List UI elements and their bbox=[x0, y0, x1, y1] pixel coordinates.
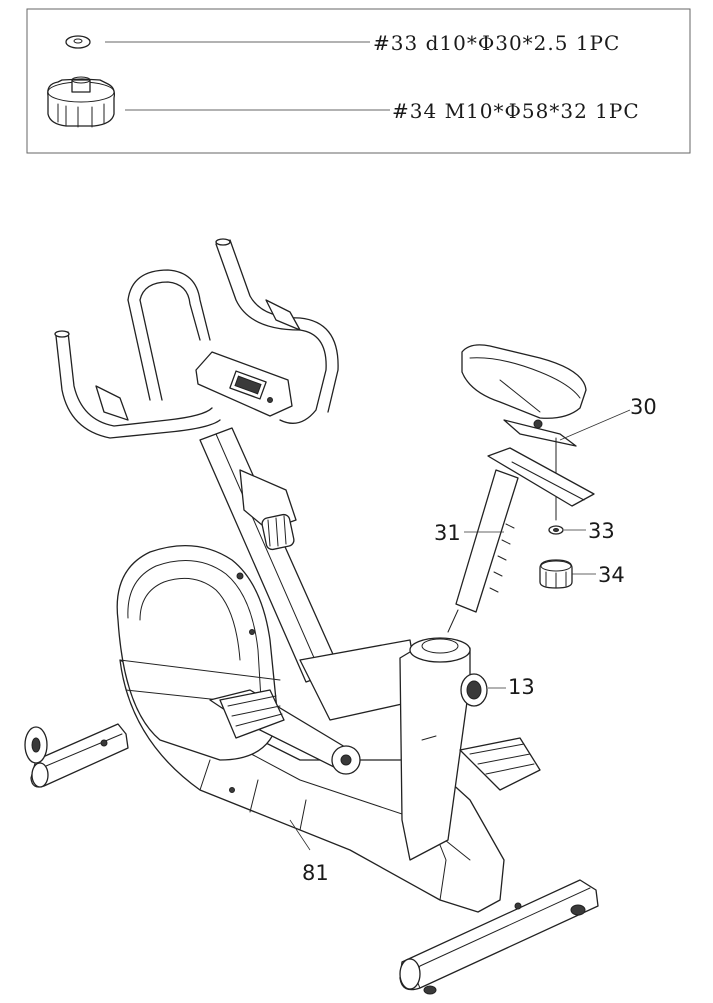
svg-text:34: 34 bbox=[598, 563, 625, 587]
washer-33 bbox=[548, 525, 564, 535]
crank-pedals bbox=[209, 689, 541, 791]
front-stabilizer bbox=[399, 879, 599, 995]
handlebar-post bbox=[199, 427, 341, 683]
washer-icon bbox=[65, 35, 91, 49]
seat-post bbox=[447, 447, 595, 633]
rear-stabilizer bbox=[24, 723, 129, 788]
console bbox=[195, 351, 293, 417]
hardware-box: #33 d10*Φ30*2.5 1PC #34 M10*Φ58*32 1PC bbox=[26, 8, 691, 154]
svg-text:81: 81 bbox=[302, 861, 329, 885]
callout-34: 34 bbox=[572, 563, 625, 587]
adjust-knob-13 bbox=[460, 673, 488, 707]
exercise-bike bbox=[24, 238, 631, 995]
callout-31: 31 bbox=[434, 521, 504, 545]
seat bbox=[461, 344, 631, 521]
svg-text:31: 31 bbox=[434, 521, 461, 545]
part-34-spec: #34 M10*Φ58*32 1PC bbox=[392, 99, 640, 123]
callout-81: 81 bbox=[289, 819, 329, 885]
callout-13: 13 bbox=[488, 675, 535, 699]
svg-text:33: 33 bbox=[588, 519, 615, 543]
svg-text:30: 30 bbox=[630, 395, 657, 419]
knob-icon bbox=[47, 76, 116, 128]
svg-text:13: 13 bbox=[508, 675, 535, 699]
knob-34 bbox=[539, 559, 573, 589]
part-33-spec: #33 d10*Φ30*2.5 1PC bbox=[373, 31, 620, 55]
callout-33: 33 bbox=[564, 519, 615, 543]
handlebars bbox=[54, 238, 339, 439]
top-tube bbox=[299, 637, 471, 861]
callout-30: 30 bbox=[630, 395, 657, 419]
